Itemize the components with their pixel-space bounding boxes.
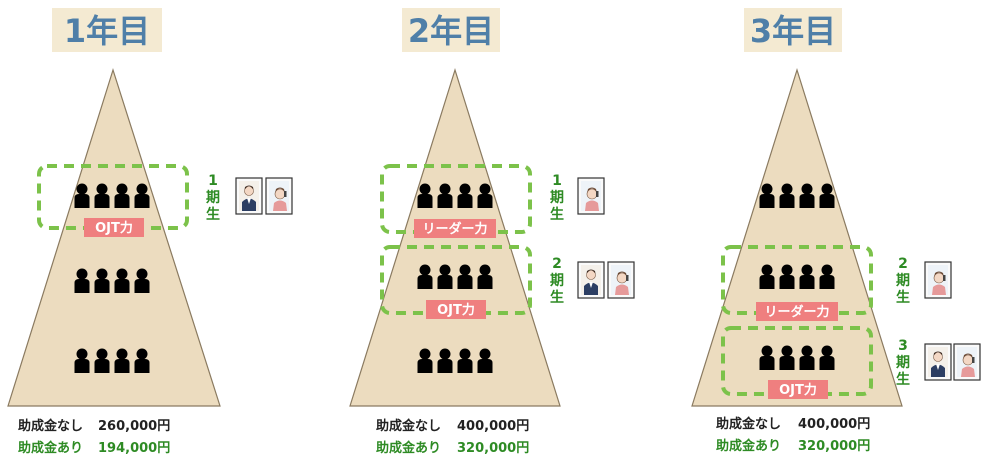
year-title: 3年目 — [750, 12, 836, 50]
cost-without-value: 400,000円 — [457, 419, 529, 434]
skill-tag: リーダー力 — [422, 221, 487, 237]
cost-without-value: 260,000円 — [98, 419, 170, 434]
term-suffix-2: 生 — [550, 289, 564, 306]
trainee-photo-icon — [577, 261, 605, 299]
year-1-panel: 1年目 OJT力 1 期 生 助成金な — [7, 8, 293, 456]
skill-tag: OJT力 — [437, 302, 475, 318]
cost-with-value: 320,000円 — [798, 439, 870, 454]
skill-tag-bg — [414, 219, 496, 238]
cost-with-label: 助成金あり — [716, 438, 781, 454]
term-label: 1 期 生 — [550, 173, 564, 223]
cost-without-label: 助成金なし — [18, 418, 83, 434]
term-label: 3 期 生 — [896, 338, 910, 388]
year-title-bg — [52, 8, 162, 52]
pyramid — [691, 67, 903, 407]
year-2-panel: 2年目 リーダー力 OJT力 1 期 生 — [349, 8, 635, 456]
trainee-photo-icon — [924, 261, 952, 299]
year-3-panel: 3年目 リーダー力 OJT力 2 期 生 — [691, 8, 981, 454]
trainee-photo-icon — [235, 177, 263, 215]
skill-tag-bg — [426, 300, 486, 319]
term-label: 2 期 生 — [896, 256, 910, 306]
term-suffix-2: 生 — [896, 371, 910, 388]
pyramid — [7, 68, 221, 407]
year-title-bg — [744, 8, 842, 52]
cost-without-label: 助成金なし — [376, 418, 441, 434]
term-number: 2 — [552, 256, 562, 272]
cost-without-label: 助成金なし — [716, 416, 781, 432]
year-title-bg — [402, 8, 500, 52]
term-suffix-2: 生 — [550, 206, 564, 223]
year-title: 2年目 — [408, 12, 494, 50]
term-label: 2 期 生 — [550, 256, 564, 306]
term-number: 1 — [552, 173, 562, 189]
term-suffix-1: 期 — [896, 273, 910, 289]
cost-with-label: 助成金あり — [18, 440, 83, 456]
term-number: 2 — [898, 256, 908, 272]
term-suffix-2: 生 — [206, 206, 220, 223]
cost-with-value: 194,000円 — [98, 441, 170, 456]
term-label: 1 期 生 — [206, 173, 220, 223]
trainee-photo-icon — [953, 343, 981, 381]
term-suffix-1: 期 — [550, 190, 564, 206]
year-title: 1年目 — [64, 12, 150, 50]
trainee-photo-icon — [577, 177, 605, 215]
skill-tag-bg — [756, 302, 838, 321]
term-suffix-1: 期 — [206, 190, 220, 206]
term-suffix-1: 期 — [550, 273, 564, 289]
skill-tag: OJT力 — [95, 220, 133, 236]
cost-with-value: 320,000円 — [457, 441, 529, 456]
trainee-photo-icon — [265, 177, 293, 215]
skill-tag: OJT力 — [779, 382, 817, 398]
skill-tag-bg — [84, 218, 144, 237]
term-number: 1 — [208, 173, 218, 189]
skill-tag-bg — [768, 380, 828, 399]
term-suffix-2: 生 — [896, 289, 910, 306]
trainee-photo-icon — [924, 343, 952, 381]
skill-tag: リーダー力 — [764, 304, 829, 320]
term-number: 3 — [898, 338, 908, 354]
cost-with-label: 助成金あり — [376, 440, 441, 456]
term-suffix-1: 期 — [896, 355, 910, 371]
trainee-photo-icon — [607, 261, 635, 299]
cost-without-value: 400,000円 — [798, 417, 870, 432]
